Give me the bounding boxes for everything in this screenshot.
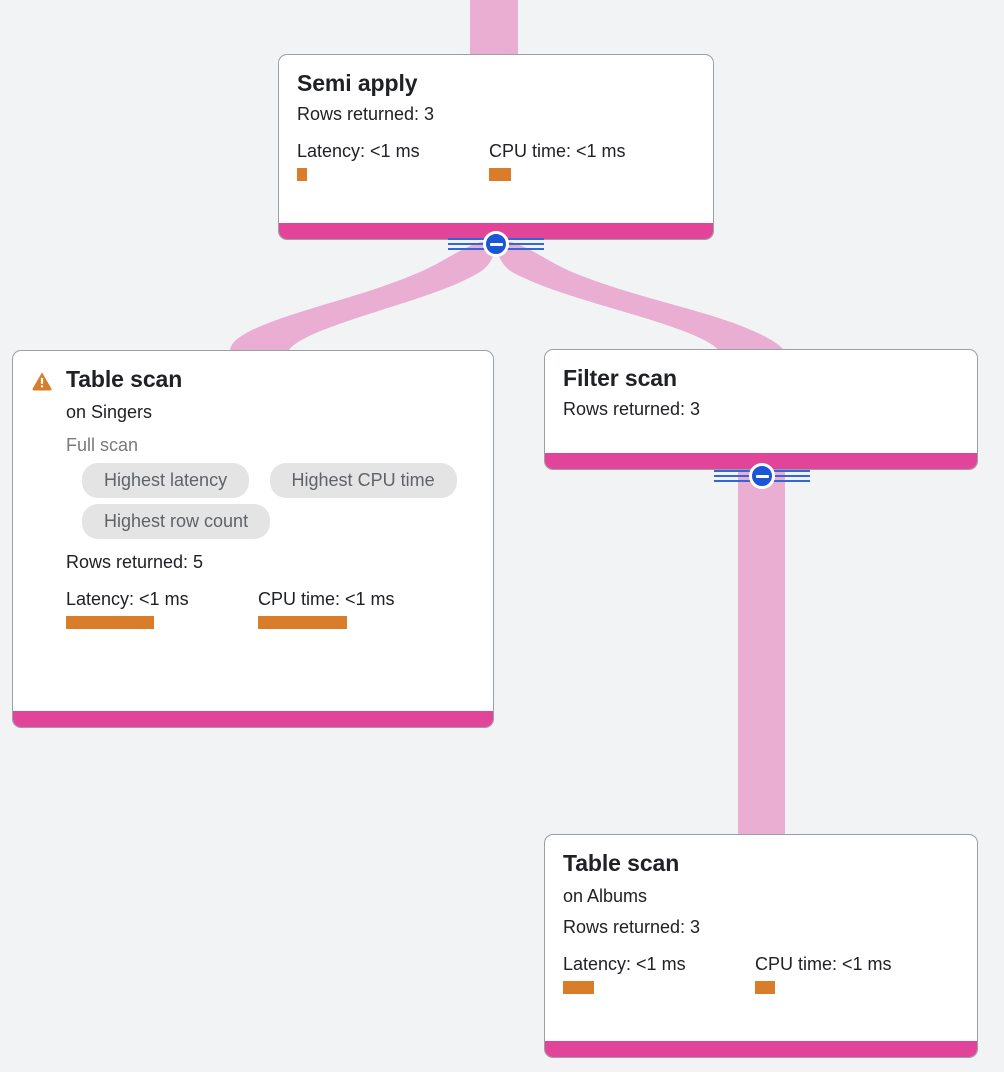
metric-cpu-bar — [755, 981, 775, 994]
node-subtitle: on Albums — [563, 886, 648, 906]
plan-node-table-scan-albums[interactable]: Table scan on Albums Rows returned: 3 La… — [544, 834, 978, 1058]
node-subtitle: on Singers — [66, 402, 153, 422]
node-body: Semi apply Rows returned: 3 Latency: <1 … — [279, 55, 713, 223]
node-accent-bar — [13, 711, 493, 727]
node-metrics: Latency: <1 ms CPU time: <1 ms — [563, 953, 959, 994]
metric-latency-bar — [297, 168, 307, 181]
plan-node-semi-apply[interactable]: Semi apply Rows returned: 3 Latency: <1 … — [278, 54, 714, 240]
node-header: Semi apply — [297, 69, 695, 97]
metric-latency-bar — [563, 981, 594, 994]
node-metrics: Latency: <1 ms CPU time: <1 ms — [297, 140, 695, 181]
node-title: Filter scan — [563, 365, 677, 391]
node-scan-type: Full scan — [66, 435, 139, 455]
metric-cpu-bar — [258, 616, 347, 629]
node-accent-bar — [545, 1041, 977, 1057]
node-chips: Highest latency Highest CPU time Highest… — [66, 463, 475, 545]
metric-latency-label: Latency: <1 ms — [297, 141, 420, 161]
node-header: Table scan — [563, 849, 959, 877]
chip-highest-latency[interactable]: Highest latency — [82, 463, 250, 498]
metric-cpu: CPU time: <1 ms — [489, 140, 626, 181]
metric-cpu: CPU time: <1 ms — [755, 953, 892, 994]
collapse-toggle-semi-apply[interactable] — [448, 231, 544, 257]
node-title: Table scan — [66, 366, 183, 392]
metric-latency-label: Latency: <1 ms — [563, 954, 686, 974]
node-body: Table scan on Albums Rows returned: 3 La… — [545, 835, 977, 1041]
node-title: Semi apply — [297, 70, 418, 96]
warning-triangle-icon — [32, 372, 52, 391]
metric-latency-label: Latency: <1 ms — [66, 589, 189, 609]
node-metrics: Latency: <1 ms CPU time: <1 ms — [66, 588, 475, 629]
rows-returned: Rows returned: 3 — [563, 917, 701, 937]
edge-filter-scan-to-table-scan-albums — [738, 470, 785, 838]
rows-returned: Rows returned: 5 — [66, 552, 204, 572]
metric-latency: Latency: <1 ms — [297, 140, 489, 181]
metric-cpu-label: CPU time: <1 ms — [489, 141, 626, 161]
metric-cpu-bar — [489, 168, 511, 181]
rows-returned: Rows returned: 3 — [297, 104, 435, 124]
plan-node-filter-scan[interactable]: Filter scan Rows returned: 3 — [544, 349, 978, 470]
node-header: Filter scan — [563, 364, 959, 392]
node-accent-bar — [545, 453, 977, 469]
metric-latency: Latency: <1 ms — [66, 588, 258, 629]
collapse-toggle-filter-scan[interactable] — [714, 463, 810, 489]
metric-cpu: CPU time: <1 ms — [258, 588, 395, 629]
node-header: Table scan — [31, 365, 475, 393]
node-title: Table scan — [563, 850, 680, 876]
plan-node-table-scan-singers[interactable]: Table scan on Singers Full scan Highest … — [12, 350, 494, 728]
collapse-minus-icon[interactable] — [749, 463, 775, 489]
metric-latency: Latency: <1 ms — [563, 953, 755, 994]
metric-cpu-label: CPU time: <1 ms — [755, 954, 892, 974]
edge-root-to-semi-apply — [470, 0, 518, 58]
chip-highest-row-count[interactable]: Highest row count — [82, 504, 271, 539]
metric-latency-bar — [66, 616, 154, 629]
collapse-minus-icon[interactable] — [483, 231, 509, 257]
metric-cpu-label: CPU time: <1 ms — [258, 589, 395, 609]
node-body: Table scan on Singers Full scan Highest … — [13, 351, 493, 711]
rows-returned: Rows returned: 3 — [563, 399, 701, 419]
chip-highest-cpu-time[interactable]: Highest CPU time — [269, 463, 457, 498]
node-body: Filter scan Rows returned: 3 — [545, 350, 977, 453]
